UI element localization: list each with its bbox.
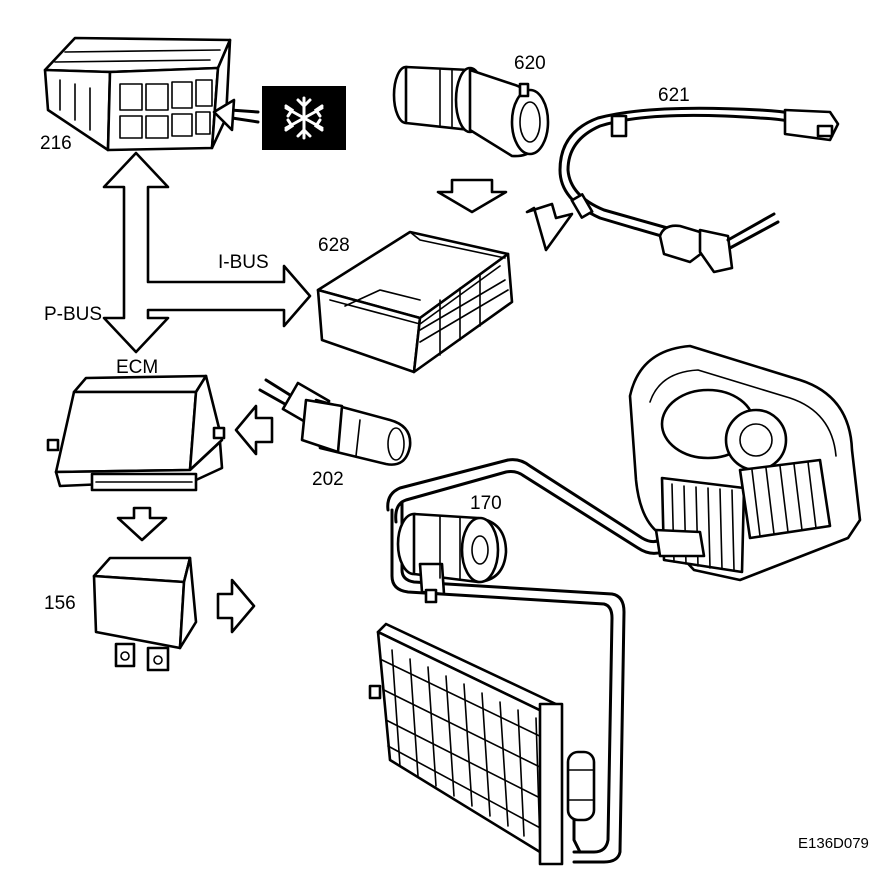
label-620: 620 [514, 53, 546, 74]
module-628 [316, 230, 514, 374]
pointer-snowflake-to-panel [212, 98, 260, 132]
sensor-202 [258, 378, 412, 466]
label-170: 170 [470, 493, 502, 514]
arrow-621-to-628 [525, 202, 574, 252]
sensor-621 [558, 106, 840, 274]
arrow-relay-to-compressor [216, 578, 256, 634]
figure-code: E136D079 [798, 835, 869, 852]
label-216: 216 [40, 133, 72, 154]
arrow-620-to-628 [436, 178, 508, 214]
control-panel-216 [43, 36, 232, 152]
label-i-bus: I-BUS [218, 252, 269, 273]
label-p-bus: P-BUS [44, 304, 103, 325]
snowflake-icon [262, 86, 346, 150]
label-202: 202 [312, 469, 344, 490]
label-621: 621 [658, 85, 690, 106]
relay-156 [92, 556, 198, 672]
arrow-202-to-ecm [234, 404, 274, 456]
condenser [368, 622, 596, 866]
ecm-unit [46, 374, 226, 492]
label-156: 156 [44, 593, 76, 614]
refrigerant-pipes [386, 458, 664, 864]
compressor-170 [396, 512, 508, 604]
bus-arrows [102, 151, 312, 354]
arrow-ecm-to-relay [116, 506, 168, 542]
sensor-620 [392, 65, 550, 158]
evaporator-housing [628, 344, 862, 582]
label-ecm: ECM [116, 357, 159, 378]
label-628: 628 [318, 235, 350, 256]
